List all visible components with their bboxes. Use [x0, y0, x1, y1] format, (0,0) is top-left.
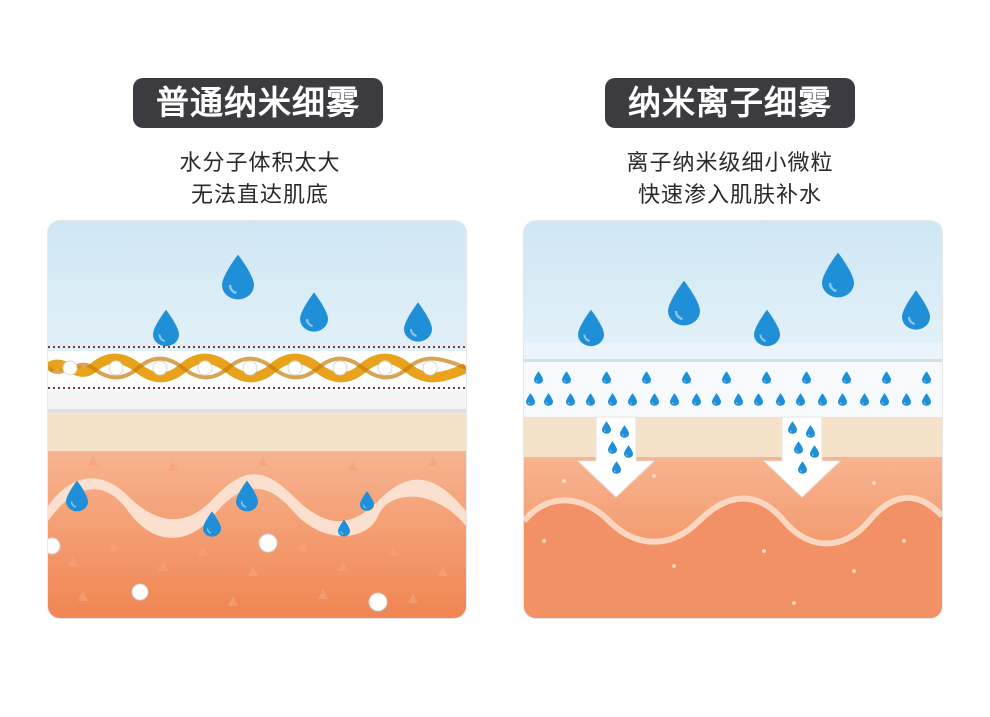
- illustration-ion-mist: [524, 221, 942, 618]
- down-arrow-icon: [762, 416, 842, 498]
- barrier-layer: [48, 353, 466, 383]
- down-arrow-icon: [576, 416, 656, 498]
- panel-ordinary-nano-mist: 普通纳米细雾 水分子体积太大 无法直达肌底: [48, 78, 466, 618]
- illustration-ordinary-mist: [48, 221, 466, 618]
- subtitle-line1-ion: 离子纳米级细小微粒: [626, 151, 834, 176]
- subtitle-line2-ordinary: 无法直达肌底: [190, 183, 329, 208]
- panel-ion-nano-mist: 纳米离子细雾 离子纳米级细小微粒 快速渗入肌肤补水: [495, 0, 990, 717]
- subtitle-line1-ordinary: 水分子体积太大: [179, 151, 341, 176]
- title-badge-ordinary: 普通纳米细雾: [133, 78, 383, 128]
- title-badge-ion: 纳米离子细雾: [605, 78, 855, 128]
- subtitle-line2-ion: 快速渗入肌肤补水: [637, 183, 822, 208]
